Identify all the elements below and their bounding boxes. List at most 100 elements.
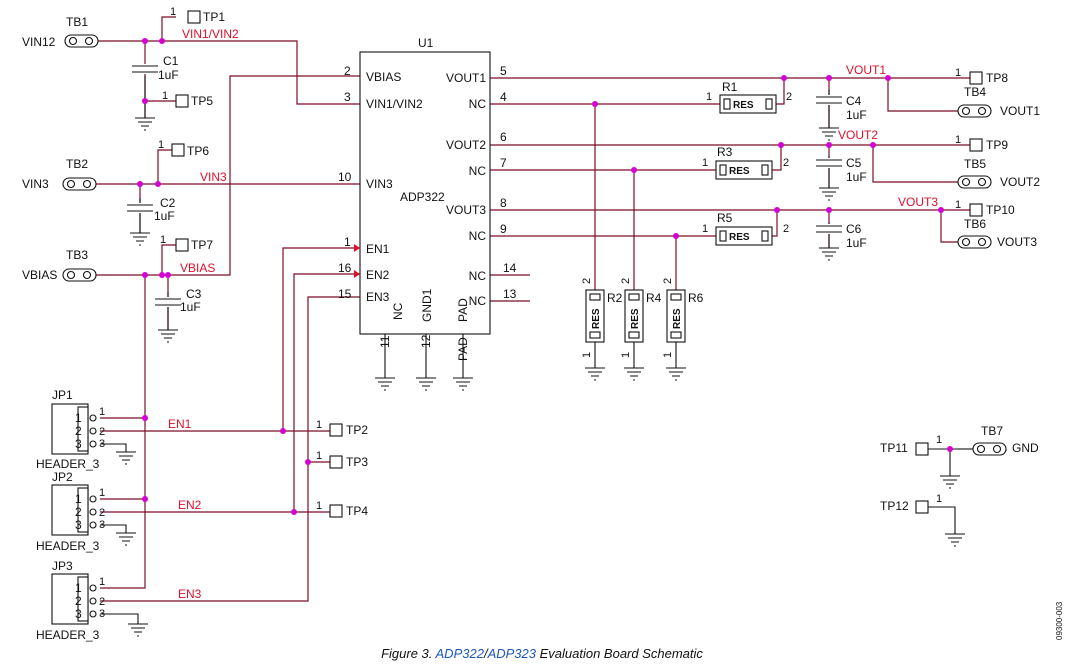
tb-ref: TB5 xyxy=(964,157,986,171)
svg-text:TP11: TP11 xyxy=(880,441,908,455)
tb-ref: TB7 xyxy=(981,424,1003,438)
tb-ref: TB6 xyxy=(964,217,986,231)
testpoint-tp9: TP9 1 xyxy=(955,134,1008,152)
pin-num: 5 xyxy=(500,64,507,78)
svg-text:1uF: 1uF xyxy=(154,209,175,223)
pin-label-vin12: VIN1/VIN2 xyxy=(366,97,423,111)
pin-label-en1: EN1 xyxy=(366,242,390,256)
svg-text:1: 1 xyxy=(160,234,166,246)
svg-text:HEADER_3: HEADER_3 xyxy=(36,457,100,471)
svg-text:1: 1 xyxy=(936,434,942,446)
net-label-vbias: VBIAS xyxy=(180,261,215,275)
svg-text:1: 1 xyxy=(162,90,168,102)
terminal-block-tb2: TB2 VIN3 xyxy=(22,157,97,191)
pin-label-vout1: VOUT1 xyxy=(446,71,486,85)
pin-num: 7 xyxy=(500,156,507,170)
net-label-en2: EN2 xyxy=(178,498,202,512)
svg-text:2: 2 xyxy=(75,505,82,519)
svg-text:C6: C6 xyxy=(846,222,862,236)
arrow-icon xyxy=(354,244,360,252)
ground-symbol-icon xyxy=(585,367,605,381)
pin-label-vin3: VIN3 xyxy=(366,177,393,191)
pin-num: 10 xyxy=(338,170,352,184)
svg-text:TP2: TP2 xyxy=(346,423,368,437)
ground-symbol-icon xyxy=(819,187,839,201)
svg-text:HEADER_3: HEADER_3 xyxy=(36,539,100,553)
svg-text:1uF: 1uF xyxy=(158,68,179,82)
svg-text:JP1: JP1 xyxy=(52,388,73,402)
ic-u1: U1 ADP322 VBIAS VIN1/VIN2 VIN3 EN1 EN2 E… xyxy=(338,36,517,361)
ground-symbol-icon xyxy=(940,475,960,489)
svg-text:1: 1 xyxy=(955,134,961,146)
svg-text:1: 1 xyxy=(936,493,942,505)
svg-text:2: 2 xyxy=(662,278,674,284)
pin-num: 2 xyxy=(344,64,351,78)
svg-text:RES: RES xyxy=(729,166,750,177)
tb-label: VIN3 xyxy=(22,177,49,191)
pin-label-en2: EN2 xyxy=(366,268,390,282)
net-label-vout3: VOUT3 xyxy=(898,195,938,209)
svg-text:1: 1 xyxy=(662,352,674,358)
pin-num: 13 xyxy=(503,287,517,301)
svg-text:3: 3 xyxy=(99,608,105,620)
svg-text:2: 2 xyxy=(99,596,105,608)
svg-text:2: 2 xyxy=(75,594,82,608)
svg-text:1: 1 xyxy=(316,450,322,462)
net-label-vin12: VIN1/VIN2 xyxy=(182,27,239,41)
pin-label-vbias: VBIAS xyxy=(366,70,401,84)
testpoint-tp3: TP3 1 xyxy=(316,450,368,469)
svg-text:2: 2 xyxy=(75,424,82,438)
pin-num: 14 xyxy=(503,261,517,275)
pin-label-nc4: NC xyxy=(469,97,487,111)
svg-text:RES: RES xyxy=(729,232,750,243)
ground-symbol-icon xyxy=(666,367,686,381)
resistor-r6: RES R6 2 1 xyxy=(662,278,704,358)
svg-text:3: 3 xyxy=(99,519,105,531)
resistor-r2: RES R2 2 1 xyxy=(581,278,623,358)
svg-text:C4: C4 xyxy=(846,94,862,108)
testpoint-tp1: TP11 xyxy=(170,6,225,24)
svg-text:3: 3 xyxy=(75,607,82,621)
tb-ref: TB1 xyxy=(66,15,88,29)
header-jp2: JP2 HEADER_3 123 123 xyxy=(36,470,105,553)
svg-text:2: 2 xyxy=(99,507,105,519)
svg-text:1: 1 xyxy=(702,157,708,169)
pin-label-gnd1: GND1 xyxy=(420,288,434,322)
headers: JP1 HEADER_3 123 123 JP2 HEADER_3 123 12… xyxy=(36,388,105,642)
ground-network xyxy=(100,76,1007,624)
svg-text:1: 1 xyxy=(99,487,105,499)
pin-label-pad-outer: PAD xyxy=(456,337,470,361)
net-label-vout2: VOUT2 xyxy=(838,128,878,142)
svg-text:TP3: TP3 xyxy=(346,455,368,469)
svg-text:HEADER_3: HEADER_3 xyxy=(36,628,100,642)
ic-part: ADP322 xyxy=(400,190,445,204)
ground-symbol-icon xyxy=(453,377,473,391)
pin-label-pad: PAD xyxy=(456,298,470,322)
ground-symbol-icon xyxy=(624,367,644,381)
tb-ref: TB4 xyxy=(964,85,986,99)
svg-text:2: 2 xyxy=(99,426,105,438)
svg-text:1: 1 xyxy=(75,581,82,595)
svg-text:1: 1 xyxy=(316,419,322,431)
svg-text:3: 3 xyxy=(99,438,105,450)
wires xyxy=(96,16,970,602)
net-label-en3: EN3 xyxy=(178,587,202,601)
svg-text:R4: R4 xyxy=(646,291,662,305)
svg-text:1: 1 xyxy=(99,406,105,418)
svg-text:1uF: 1uF xyxy=(846,170,867,184)
pin-label-nc7: NC xyxy=(469,164,487,178)
svg-text:3: 3 xyxy=(75,518,82,532)
svg-text:TP9: TP9 xyxy=(986,138,1008,152)
header-jp3: JP3 HEADER_3 123 123 xyxy=(36,559,105,642)
